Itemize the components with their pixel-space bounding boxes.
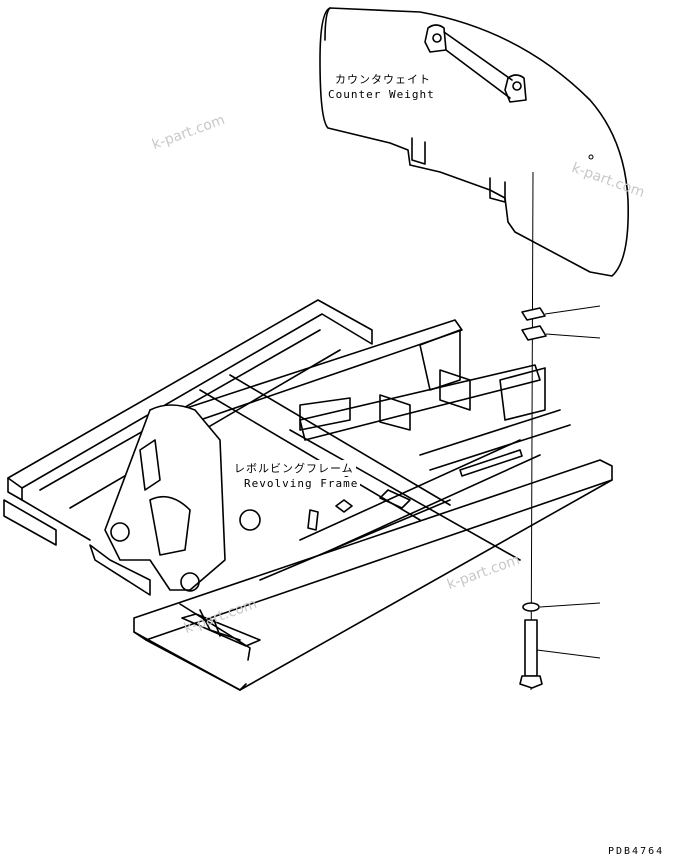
drawing-code: PDB4764: [608, 846, 665, 857]
counterweight-label-en: Counter Weight: [326, 88, 437, 101]
frame-label-en: Revolving Frame: [242, 477, 361, 490]
counterweight-label-jp: カウンタウェイト: [333, 71, 433, 87]
frame-label-jp: レボルビングフレーム: [232, 460, 356, 476]
counterweight-shape: [319, 7, 629, 277]
revolving-frame-shape: [3, 299, 613, 691]
mounting-hardware: [519, 171, 601, 691]
